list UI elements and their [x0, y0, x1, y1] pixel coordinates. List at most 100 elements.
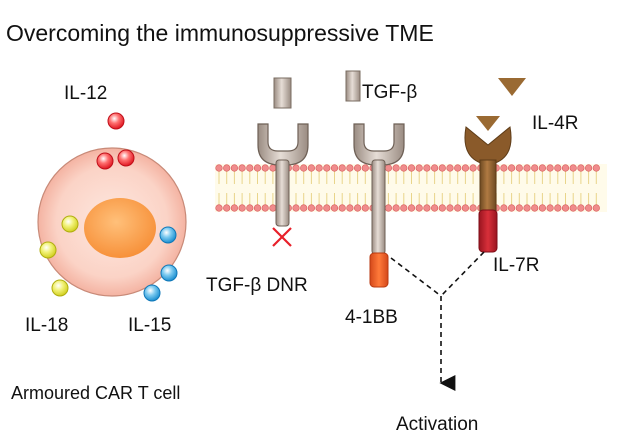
costim-4-1bb-domain — [369, 252, 389, 288]
il18-beads — [39, 215, 79, 297]
il12-bead — [107, 112, 125, 130]
il7r-signaling-domain — [478, 209, 498, 253]
lipid-head — [461, 204, 470, 212]
lipid-head — [584, 204, 593, 212]
lipid-head — [438, 204, 446, 212]
il7r-label: IL-7R — [493, 255, 539, 276]
lipid-head — [554, 204, 562, 212]
lipid-head — [253, 164, 262, 172]
lipid-head — [538, 164, 547, 172]
lipid-head — [454, 164, 462, 172]
lipid-head — [431, 164, 439, 172]
lipid-head — [215, 204, 223, 212]
lipid-head — [307, 204, 316, 212]
lipid-head — [531, 164, 539, 172]
lipid-head — [384, 164, 393, 172]
dnr-stem — [275, 159, 290, 227]
lipid-head — [384, 204, 393, 212]
tgfb-ligand — [273, 77, 292, 109]
lipid-head — [223, 164, 231, 172]
lipid-head — [238, 204, 246, 212]
red-cross-icon — [272, 227, 292, 247]
lipid-head — [577, 204, 585, 212]
il15-bead — [143, 284, 161, 302]
lipid-head — [515, 204, 523, 212]
lipid-head — [215, 164, 223, 172]
lipid-head — [246, 164, 254, 172]
tgfb-car-receptor — [345, 70, 405, 288]
lipid-head — [592, 164, 600, 172]
lipid-head — [569, 204, 577, 212]
lipid-head — [407, 164, 416, 172]
lipid-head — [230, 204, 238, 212]
il15-beads — [143, 226, 178, 302]
lipid-head — [315, 204, 323, 212]
lipid-head — [223, 204, 231, 212]
il15-bead — [159, 226, 177, 244]
lipid-head — [338, 164, 346, 172]
car-stem — [371, 159, 386, 255]
lipid-head — [246, 204, 254, 212]
cell-membrane — [215, 164, 607, 212]
lipid-head — [577, 164, 585, 172]
lipid-head — [523, 204, 531, 212]
lipid-head — [546, 204, 554, 212]
lipid-head — [469, 204, 477, 212]
il12-bead — [117, 149, 135, 167]
activation-label: Activation — [396, 414, 478, 435]
lipid-head — [446, 164, 454, 172]
lipid-head — [561, 204, 570, 212]
il4-ligand — [476, 116, 500, 131]
lipid-head — [392, 164, 400, 172]
signal-line-il7r — [440, 251, 485, 297]
diagram-title: Overcoming the immunosuppressive TME — [6, 20, 434, 46]
il12-beads — [96, 112, 135, 170]
signal-line-4-1bb — [390, 257, 442, 297]
il4r-label: IL-4R — [532, 113, 578, 134]
lipid-head — [238, 164, 246, 172]
lipid-head — [323, 204, 331, 212]
lipid-head — [515, 164, 523, 172]
lipid-head — [431, 204, 439, 212]
tgfb-label: TGF-β — [362, 82, 417, 103]
lipid-head — [569, 164, 577, 172]
lipid-head — [454, 204, 462, 212]
lipid-head — [538, 204, 547, 212]
lipid-head — [315, 164, 323, 172]
lipid-head — [508, 164, 516, 172]
lipid-head — [300, 164, 308, 172]
lipid-head — [523, 164, 531, 172]
lipid-head — [269, 204, 277, 212]
cell-caption: Armoured CAR T cell — [11, 383, 180, 403]
lipid-head — [292, 164, 300, 172]
lipid-head — [415, 204, 423, 212]
lipid-head — [469, 164, 477, 172]
lipid-head — [461, 164, 470, 172]
lipid-head — [500, 204, 508, 212]
lipid-head — [261, 204, 269, 212]
lipid-head — [392, 204, 400, 212]
tgfb-dnr-label: TGF-β DNR — [206, 275, 308, 296]
il15-label: IL-15 — [128, 315, 171, 336]
il18-label: IL-18 — [25, 315, 68, 336]
lipid-head — [269, 164, 277, 172]
tgfb-ligand — [345, 70, 361, 102]
lipid-head — [500, 164, 508, 172]
il18-bead — [61, 215, 79, 233]
lipid-head — [561, 164, 570, 172]
car-binding-cup — [353, 123, 405, 166]
lipid-head — [292, 204, 300, 212]
lipid-head — [546, 164, 554, 172]
lipid-head — [323, 164, 331, 172]
cell-nucleus — [84, 198, 156, 258]
il4r-il7r-receptor — [464, 78, 526, 253]
lipid-head — [346, 164, 354, 172]
lipid-head — [407, 204, 416, 212]
lipid-head — [423, 204, 431, 212]
lipid-head — [261, 164, 269, 172]
il15-bead — [160, 264, 178, 282]
lipid-head — [584, 164, 593, 172]
dnr-binding-cup — [257, 123, 309, 166]
lipid-head — [400, 164, 408, 172]
